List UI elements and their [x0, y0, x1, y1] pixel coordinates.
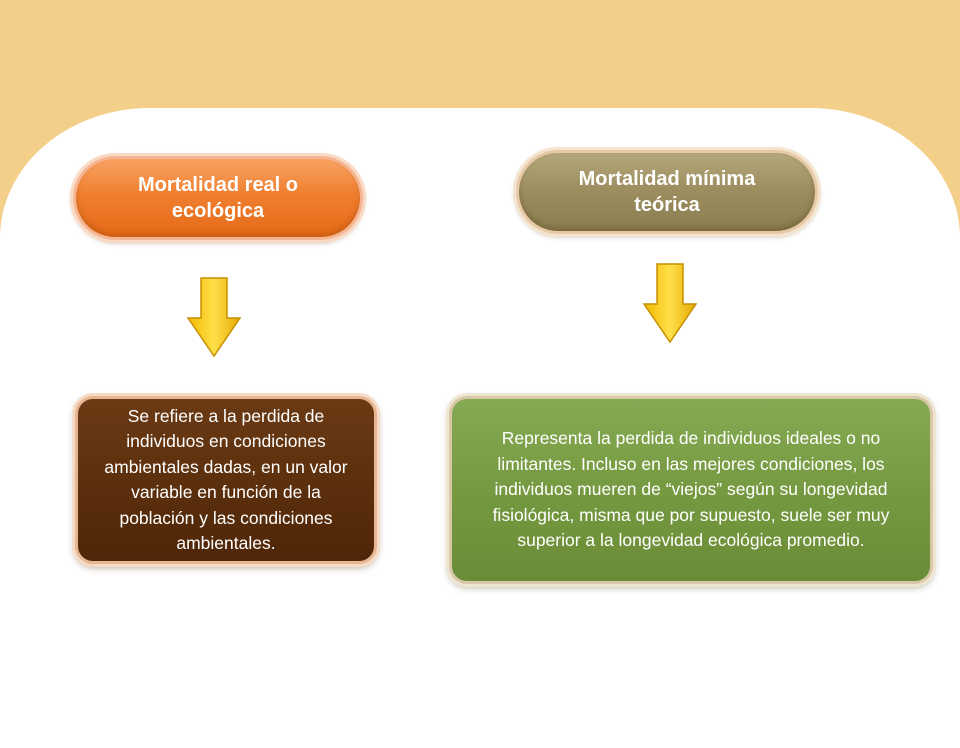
mortalidad-minima-description-box: Representa la perdida de individuos idea… — [449, 396, 933, 584]
down-arrow-icon — [186, 277, 242, 358]
mortalidad-minima-description: Representa la perdida de individuos idea… — [492, 428, 890, 551]
mortalidad-minima-node: Mortalidad mínima teórica — [516, 150, 818, 234]
mortalidad-real-description-box: Se refiere a la perdida de individuos en… — [75, 396, 377, 564]
mortalidad-real-title: Mortalidad real o ecológica — [137, 174, 299, 222]
mortalidad-real-description: Se refiere a la perdida de individuos en… — [104, 405, 348, 554]
mortalidad-real-node: Mortalidad real o ecológica — [73, 156, 363, 240]
down-arrow-icon — [642, 263, 698, 344]
mortalidad-minima-title: Mortalidad mínima teórica — [578, 168, 756, 216]
